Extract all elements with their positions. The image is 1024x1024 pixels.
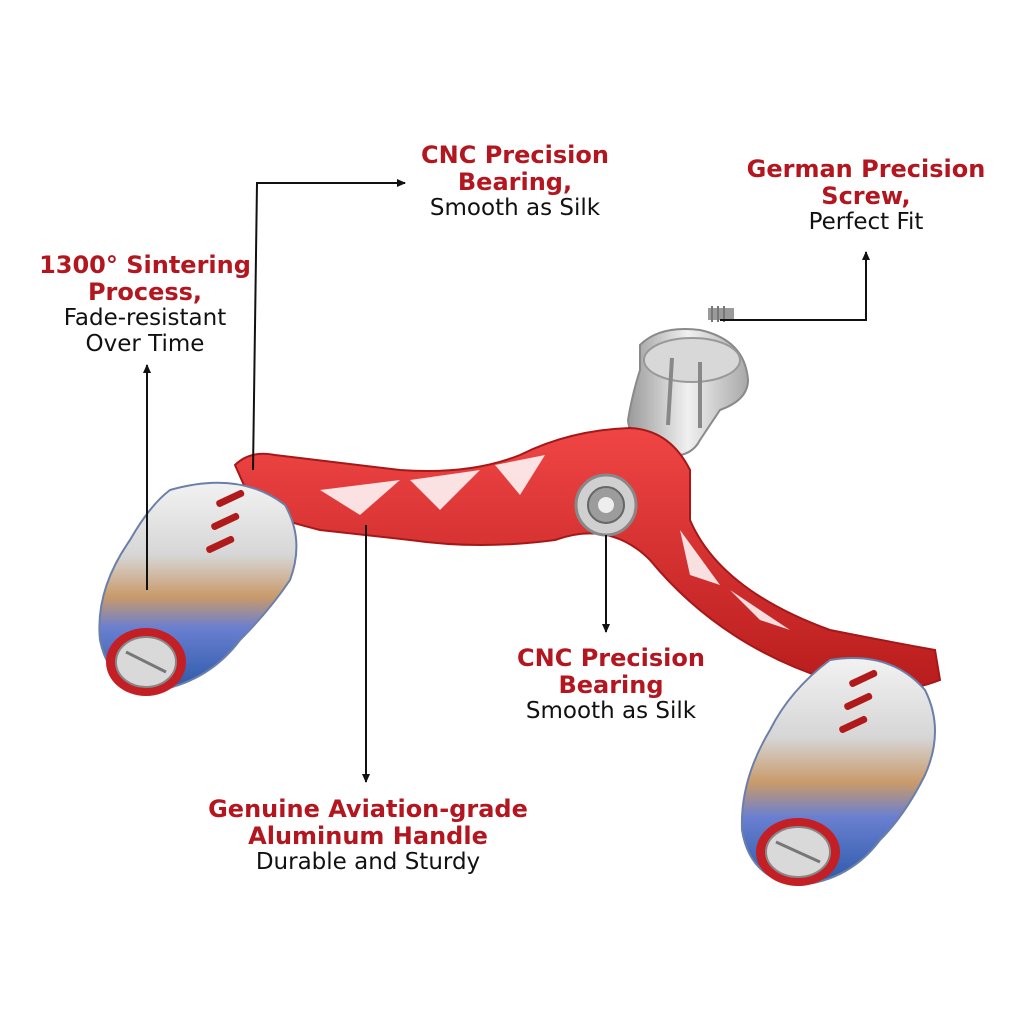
callout-title: Process,	[87, 277, 203, 306]
screw-cap-icon	[626, 306, 750, 457]
callout-sintering: 1300° Sintering Process, Fade-resistant …	[30, 252, 260, 357]
callout-subtitle: Durable and Sturdy	[255, 848, 481, 875]
callout-title: Genuine Aviation-grade	[208, 795, 528, 823]
callout-subtitle: Smooth as Silk	[429, 194, 601, 221]
callout-title: Aluminum Handle	[248, 821, 488, 850]
callout-subtitle: Over Time	[85, 330, 205, 357]
callout-screw: German Precision Screw, Perfect Fit	[740, 156, 992, 236]
callout-title: CNC Precision	[421, 141, 609, 169]
left-knob-icon	[98, 481, 298, 696]
center-bearing-icon	[574, 473, 638, 537]
leader-top-bearing	[252, 179, 406, 471]
callout-title: German Precision	[746, 155, 986, 183]
leader-screw	[720, 251, 870, 321]
callout-title: 1300° Sintering	[39, 251, 251, 279]
callout-center-bearing: CNC Precision Bearing Smooth as Silk	[500, 645, 722, 725]
callout-title: Screw,	[821, 181, 911, 210]
callout-subtitle: Smooth as Silk	[525, 697, 697, 724]
right-knob-icon	[740, 657, 936, 887]
handle-arm-icon	[233, 426, 942, 691]
leader-lines	[143, 179, 870, 783]
callout-title: Bearing	[558, 670, 664, 699]
callout-subtitle: Fade-resistant	[63, 304, 227, 331]
callout-subtitle: Perfect Fit	[808, 208, 924, 235]
callout-aluminum: Genuine Aviation-grade Aluminum Handle D…	[208, 796, 528, 876]
callout-top-bearing: CNC Precision Bearing, Smooth as Silk	[405, 142, 625, 222]
callout-title: CNC Precision	[517, 644, 705, 672]
callout-title: Bearing,	[457, 167, 573, 196]
